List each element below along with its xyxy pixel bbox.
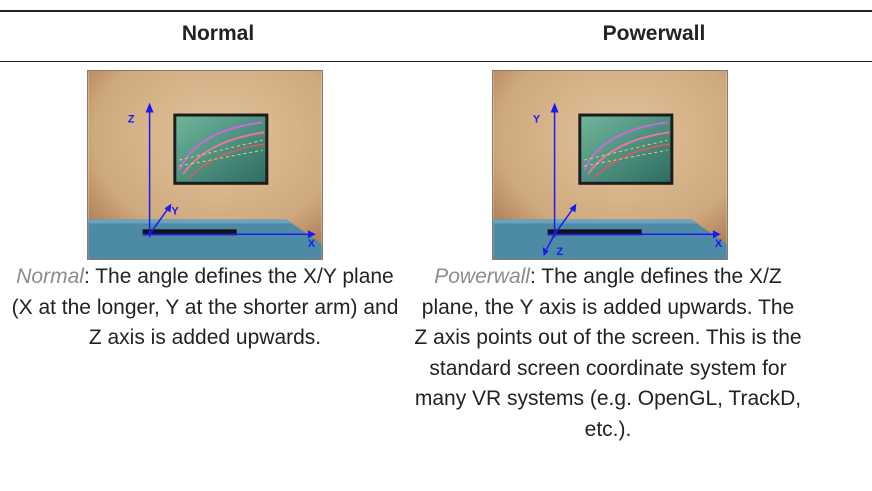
header-rule <box>0 61 872 62</box>
column-header-normal: Normal <box>181 22 255 45</box>
normal-coordinate-photo: Z Y X <box>87 70 323 260</box>
normal-long-axis-label: X <box>308 238 316 250</box>
normal-caption: Normal: The angle defines the X/Y plane … <box>10 262 400 354</box>
normal-up-axis-label: Z <box>128 113 135 125</box>
powerwall-caption: Powerwall: The angle defines the X/Z pla… <box>413 262 803 445</box>
normal-short-axis-label: Y <box>171 205 179 217</box>
powerwall-description: : The angle defines the X/Z plane, the Y… <box>414 265 802 441</box>
powerwall-coordinate-photo: Y Z X <box>492 70 728 260</box>
powerwall-short-axis-label: Z <box>557 246 564 258</box>
powerwall-up-axis-label: Y <box>533 113 541 125</box>
table-top-rule <box>0 10 872 12</box>
powerwall-long-axis-label: X <box>715 238 723 250</box>
normal-term: Normal <box>16 265 84 288</box>
column-header-powerwall: Powerwall <box>602 22 706 45</box>
normal-description: : The angle defines the X/Y plane (X at … <box>11 265 399 349</box>
powerwall-term: Powerwall <box>434 265 530 288</box>
